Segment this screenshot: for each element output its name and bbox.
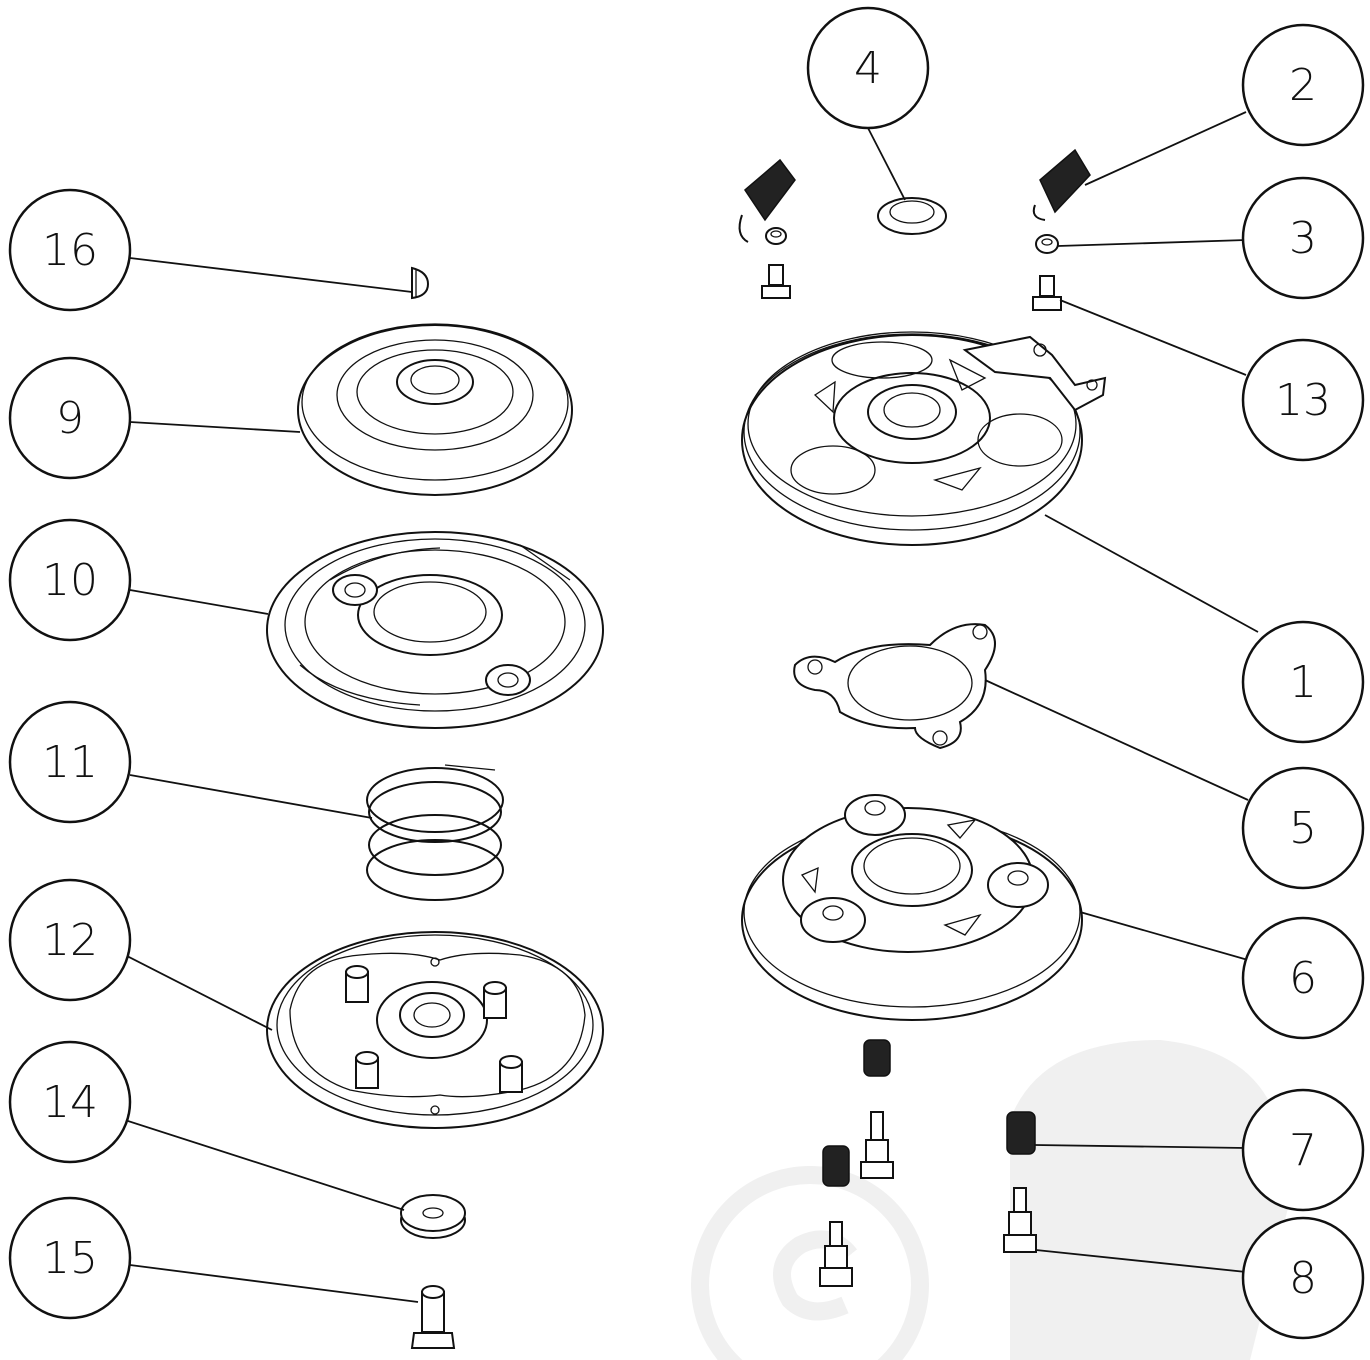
callout-15-label: 15	[42, 1233, 98, 1284]
callout-4-label: 4	[854, 43, 882, 94]
part-8-pin-b	[819, 1221, 853, 1287]
part-14-washer	[400, 1194, 466, 1239]
part-9-cover-plate	[297, 323, 573, 496]
part-11-spring	[366, 764, 504, 901]
part-12-base-plate	[266, 931, 604, 1129]
callout-10: 10	[8, 518, 132, 642]
callout-3-label: 3	[1289, 213, 1317, 264]
callout-14-label: 14	[42, 1077, 98, 1128]
part-1-brake-plate	[741, 331, 1107, 546]
callout-2: 2	[1241, 23, 1365, 147]
part-8-pin-c	[1003, 1187, 1037, 1253]
part-8-pin-a	[860, 1111, 894, 1179]
callout-9-label: 9	[56, 393, 84, 444]
part-2-tension-spring-right	[1032, 148, 1091, 221]
callout-6-label: 6	[1289, 953, 1317, 1004]
callout-12-label: 12	[42, 915, 98, 966]
callout-1: 1	[1241, 620, 1365, 744]
part-7-spring-a	[863, 1039, 891, 1077]
callout-13-label: 13	[1275, 375, 1331, 426]
part-10-cam-plate	[266, 531, 604, 729]
callout-11: 11	[8, 700, 132, 824]
callout-8: 8	[1241, 1216, 1365, 1340]
callout-16-label: 16	[42, 225, 98, 276]
part-13-bolt-right	[1032, 275, 1062, 311]
part-4-washer	[877, 197, 947, 235]
callout-15: 15	[8, 1196, 132, 1320]
callout-5: 5	[1241, 766, 1365, 890]
callout-5-label: 5	[1289, 803, 1317, 854]
part-5-gasket	[793, 623, 996, 750]
part-6-lower-housing	[741, 794, 1083, 1021]
callout-9: 9	[8, 356, 132, 480]
callout-7-label: 7	[1289, 1125, 1317, 1176]
part-3-nut-right	[1035, 234, 1059, 254]
callout-12: 12	[8, 878, 132, 1002]
callout-10-label: 10	[42, 555, 98, 606]
base-posts	[345, 965, 523, 1093]
callout-4: 4	[806, 6, 930, 130]
part-15-bolt	[410, 1285, 456, 1349]
callout-6: 6	[1241, 916, 1365, 1040]
callout-7: 7	[1241, 1088, 1365, 1212]
callout-1-label: 1	[1289, 657, 1317, 708]
callout-11-label: 11	[42, 737, 98, 788]
callout-13: 13	[1241, 338, 1365, 462]
callout-8-label: 8	[1289, 1253, 1317, 1304]
part-7-spring-b	[822, 1145, 850, 1187]
callout-16: 16	[8, 188, 132, 312]
part-13-bolt-left	[761, 264, 791, 299]
watermark	[691, 1040, 1290, 1360]
callout-3: 3	[1241, 176, 1365, 300]
part-3-nut-left	[765, 227, 787, 245]
leader-lines	[124, 111, 1259, 1303]
part-16-key	[411, 266, 430, 300]
part-2-tension-spring-left	[738, 158, 796, 243]
callout-14: 14	[8, 1040, 132, 1164]
callout-2-label: 2	[1289, 60, 1317, 111]
part-7-spring-c	[1006, 1111, 1036, 1155]
